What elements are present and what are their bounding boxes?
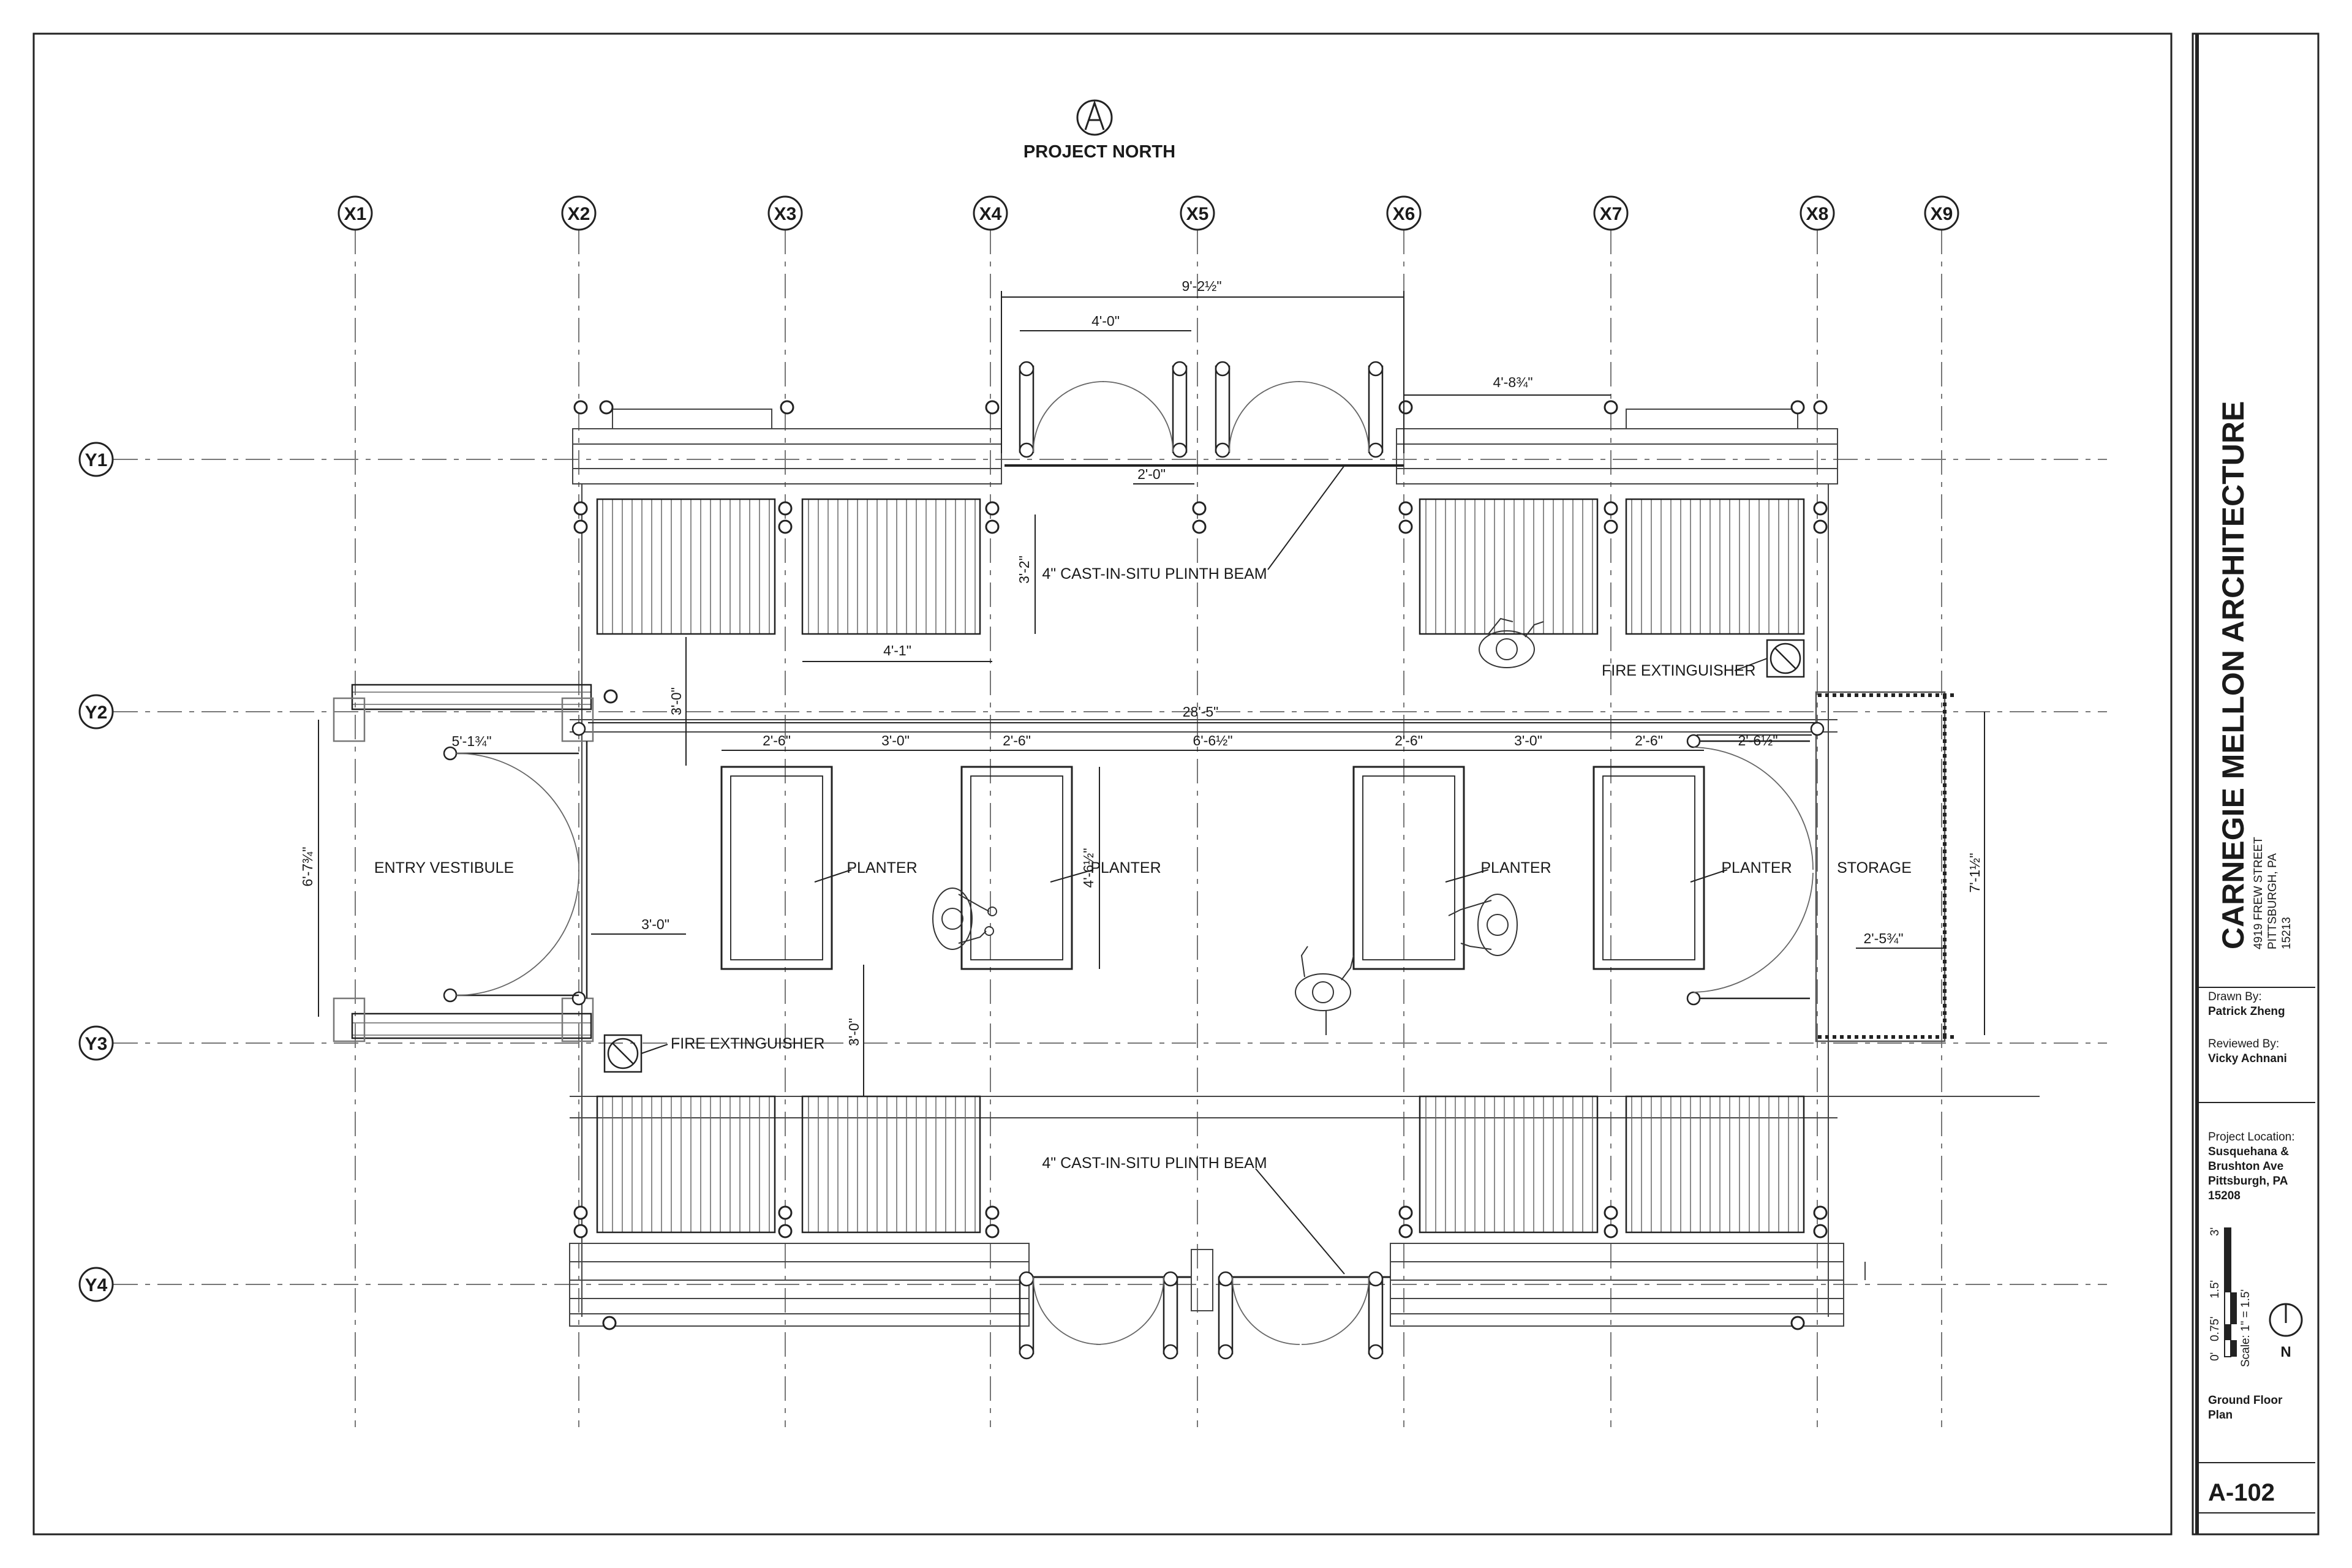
reviewed-by-name: Vicky Achnani (2208, 1052, 2287, 1065)
drawn-by-label: Drawn By: (2208, 990, 2262, 1003)
planter-label-1: PLANTER (846, 859, 917, 876)
titleblock-border (2192, 32, 2320, 1536)
grid-x5: X5 (1186, 204, 1209, 224)
structure-lines (569, 409, 2040, 1327)
bottom-doors (1019, 1271, 1384, 1360)
grid-x9: X9 (1931, 204, 1953, 224)
scale-note: Scale: 1" = 1.5' (2239, 1289, 2252, 1367)
address-line-2: PITTSBURGH, PA (2266, 853, 2279, 949)
dim-5-1: 5'-1¾" (452, 733, 492, 749)
entry-vestibule-label: ENTRY VESTIBULE (374, 859, 514, 876)
person-figures (932, 617, 1544, 1035)
fire-extinguisher-label-top: FIRE EXTINGUISHER (1602, 662, 1755, 679)
grid-lines (113, 230, 2107, 1427)
dim-3-2: 3'-2" (1016, 556, 1032, 584)
planter-label-3: PLANTER (1480, 859, 1551, 876)
leader-lines (641, 465, 1768, 1275)
dim-3-0-low: 3'-0" (846, 1018, 862, 1046)
scale-tick-3: 3' (2209, 1227, 2222, 1236)
location-line-3: Pittsburgh, PA (2208, 1175, 2288, 1188)
column-posts (573, 400, 1828, 1330)
north-letter: N (2280, 1344, 2291, 1360)
grid-x7: X7 (1600, 204, 1623, 224)
dim-2-6-a: 2'-6" (763, 733, 791, 748)
dim-6-6: 6'-6½" (1193, 733, 1233, 748)
planters (720, 766, 1705, 970)
grid-bubbles (78, 195, 1959, 1302)
reviewed-by-label: Reviewed By: (2208, 1038, 2279, 1050)
grid-x3: X3 (774, 204, 797, 224)
grid-x2: X2 (568, 204, 590, 224)
dim-2-0: 2'-0" (1137, 466, 1166, 482)
dim-28-5: 28'-5" (1183, 704, 1219, 720)
grid-x4: X4 (979, 204, 1002, 224)
grid-y3: Y3 (85, 1034, 108, 1054)
grid-x1: X1 (344, 204, 367, 224)
grid-y2: Y2 (85, 703, 108, 723)
dimension-lines (318, 291, 1985, 1096)
location-line-1: Susquehana & (2208, 1145, 2289, 1158)
drawing-title-line-1: Ground Floor (2208, 1394, 2283, 1407)
dim-3-0-top: 3'-0" (668, 687, 684, 715)
dim-2-6-d: 2'-6" (1635, 733, 1663, 748)
dim-4-0: 4'-0" (1091, 313, 1120, 329)
grid-y4: Y4 (85, 1275, 108, 1295)
plinth-beam-label-bottom: 4" CAST-IN-SITU PLINTH BEAM (1042, 1155, 1267, 1172)
fire-extinguisher-icon (603, 639, 1805, 1073)
location-line-4: 15208 (2208, 1189, 2241, 1202)
dim-2-6-e: 2'-6½" (1738, 733, 1778, 748)
location-label: Project Location: (2208, 1131, 2295, 1144)
storage-walls (1686, 691, 1954, 1042)
fire-extinguisher-label-bottom: FIRE EXTINGUISHER (671, 1035, 824, 1052)
dim-2-5: 2'-5¾" (1864, 930, 1904, 946)
planter-label-2: PLANTER (1090, 859, 1161, 876)
drawing-border (32, 32, 2173, 1536)
grid-x6: X6 (1393, 204, 1415, 224)
dim-3-0-a: 3'-0" (881, 733, 910, 748)
dim-4-1: 4'-1" (883, 643, 911, 658)
dim-4-8: 4'-8¾" (1493, 374, 1533, 390)
address-line-1: 4919 FREW STREET (2252, 837, 2265, 949)
scale-bar: 0' 0.75' 1.5' 3' Scale: 1" = 1.5' (2209, 1227, 2252, 1367)
planter-label-4: PLANTER (1721, 859, 1792, 876)
dim-6-7: 6'-7¾" (300, 847, 315, 887)
dim-3-0-left: 3'-0" (641, 916, 669, 932)
grid-y1: Y1 (85, 450, 108, 470)
grid-x8: X8 (1806, 204, 1829, 224)
project-north-icon (1076, 99, 1113, 136)
dim-7-1: 7'-1½" (1967, 853, 1983, 893)
dim-4-6: 4'-6½" (1080, 848, 1096, 888)
top-doors (1019, 361, 1384, 458)
north-arrow-icon (2269, 1303, 2303, 1337)
entry-vestibule-walls (333, 684, 594, 1042)
scale-tick-075: 0.75' (2209, 1316, 2222, 1341)
scale-tick-0: 0' (2209, 1352, 2222, 1361)
dim-2-6-b: 2'-6" (1003, 733, 1031, 748)
scale-tick-15: 1.5' (2209, 1280, 2222, 1298)
drawing-title-line-2: Plan (2208, 1409, 2233, 1422)
wall-panels (596, 498, 1805, 1234)
drawn-by-name: Patrick Zheng (2208, 1005, 2285, 1018)
dim-9-2: 9'-2½" (1182, 278, 1222, 294)
location-line-2: Brushton Ave (2208, 1160, 2283, 1173)
firm-name: CARNEGIE MELLON ARCHITECTURE (2216, 401, 2250, 949)
firm-address: 4919 FREW STREET PITTSBURGH, PA 15213 (2252, 837, 2293, 949)
storage-label: STORAGE (1837, 859, 1912, 876)
dim-2-6-c: 2'-6" (1395, 733, 1423, 748)
plinth-beam-label-top: 4" CAST-IN-SITU PLINTH BEAM (1042, 565, 1267, 582)
dim-3-0-b: 3'-0" (1514, 733, 1542, 748)
address-line-3: 15213 (2280, 917, 2293, 949)
project-north-label: PROJECT NORTH (1023, 142, 1175, 162)
sheet-number: A-102 (2208, 1479, 2275, 1506)
